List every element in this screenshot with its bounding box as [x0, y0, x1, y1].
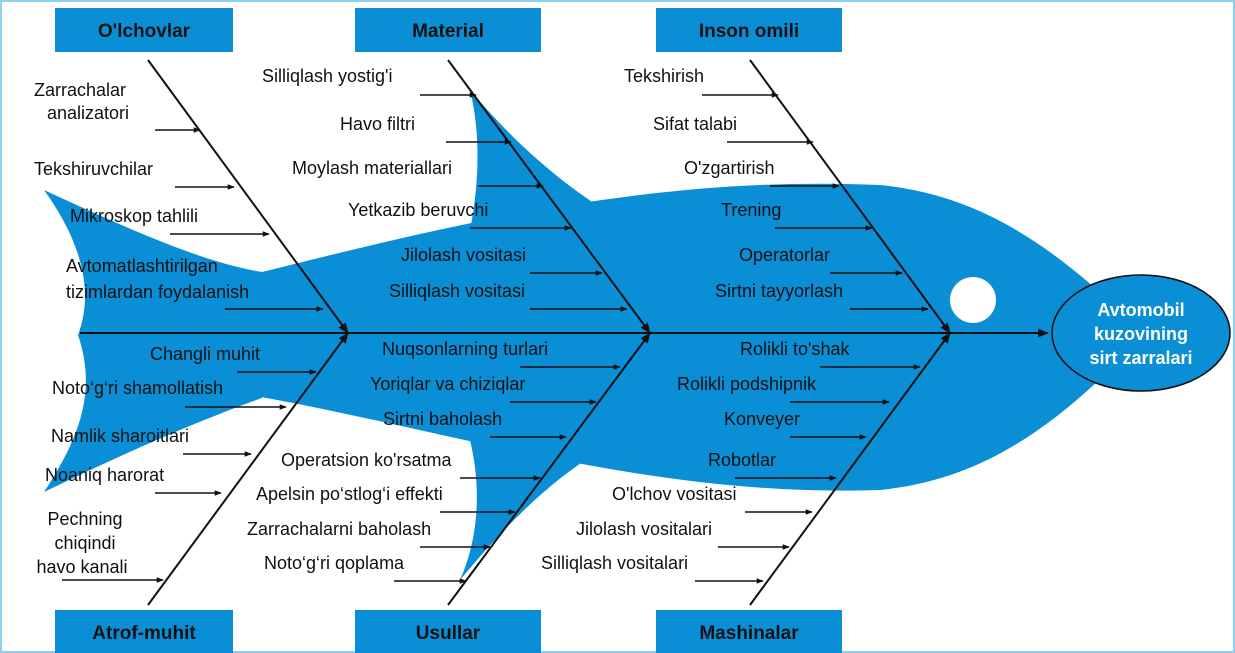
fish-shape	[44, 90, 1125, 580]
category-mashinalar: Mashinalar	[656, 610, 842, 653]
cause-label: Jilolash vositalari	[576, 519, 712, 539]
causes-mashinalar: Rolikli to'shak Rolikli podshipnik Konve…	[541, 339, 921, 584]
category-label: Usullar	[416, 623, 481, 644]
cause-label: havo kanali	[36, 557, 127, 577]
cause-label: Tekshiruvchilar	[34, 159, 153, 179]
bone-atrof-muhit	[147, 332, 349, 606]
category-label: Atrof-muhit	[92, 623, 196, 644]
cause-label: Yetkazib beruvchi	[348, 200, 488, 220]
cause-label: Apelsin po‘stlog‘i effekti	[256, 484, 443, 504]
category-material: Material	[355, 8, 541, 52]
cause-label: Sirtni tayyorlash	[715, 281, 843, 301]
cause-label: Noto‘g‘ri qoplama	[264, 553, 405, 573]
fish-body	[250, 183, 1125, 491]
cause-label: analizatori	[47, 103, 129, 123]
fish-top-fin	[470, 90, 640, 230]
bone-usullar	[447, 332, 651, 606]
cause-label: Pechning	[47, 509, 122, 529]
fish-bottom-fin	[460, 440, 620, 580]
effect-line-2: kuzovining	[1094, 324, 1188, 344]
effect-line-3: sirt zarralari	[1089, 348, 1192, 368]
cause-label: Havo filtri	[340, 114, 415, 134]
effect-head: Avtomobil kuzovining sirt zarralari	[1051, 274, 1231, 392]
bone-mashinalar	[749, 332, 951, 606]
cause-label: Avtomatlashtirilgan	[66, 256, 218, 276]
cause-label: Nuqsonlarning turlari	[382, 339, 548, 359]
fish-tail	[44, 190, 262, 492]
cause-label: Rolikli podshipnik	[677, 374, 817, 394]
causes-atrof-muhit: Changli muhit Noto‘g‘ri shamollatish Nam…	[36, 344, 317, 583]
cause-label: chiqindi	[54, 533, 115, 553]
cause-label: Operatsion ko'rsatma	[281, 450, 452, 470]
causes-material: Silliqlash yostig'i Havo filtri Moylash …	[262, 66, 628, 312]
effect-line-1: Avtomobil	[1097, 300, 1184, 320]
category-olchovlar: O'lchovlar	[55, 8, 233, 52]
cause-label: Noaniq harorat	[45, 465, 164, 485]
cause-label: O'zgartirish	[684, 158, 774, 178]
cause-label: Sifat talabi	[653, 114, 737, 134]
cause-label: Namlik sharoitlari	[51, 426, 189, 446]
cause-label: Yoriqlar va chiziqlar	[370, 374, 525, 394]
cause-label: Noto‘g‘ri shamollatish	[52, 378, 223, 398]
cause-label: Jilolash vositasi	[401, 245, 526, 265]
causes-olchovlar: Zarrachalar analizatori Tekshiruvchilar …	[34, 80, 324, 312]
category-usullar: Usullar	[355, 610, 541, 653]
category-atrof-muhit: Atrof-muhit	[55, 610, 233, 653]
cause-label: Tekshirish	[624, 66, 704, 86]
cause-label: Konveyer	[724, 409, 800, 429]
cause-label: Silliqlash vositalari	[541, 553, 688, 573]
category-label: Mashinalar	[699, 623, 799, 644]
cause-label: Robotlar	[708, 450, 776, 470]
cause-label: Trening	[721, 200, 781, 220]
causes-usullar: Nuqsonlarning turlari Yoriqlar va chiziq…	[247, 339, 621, 584]
cause-label: Operatorlar	[739, 245, 830, 265]
cause-label: O'lchov vositasi	[612, 484, 736, 504]
cause-label: Zarrachalar	[34, 80, 126, 100]
bone-material	[447, 59, 651, 334]
category-inson-omili: Inson omili	[656, 8, 842, 52]
category-label: Inson omili	[699, 21, 799, 42]
cause-label: Sirtni baholash	[383, 409, 502, 429]
cause-label: Moylash materiallari	[292, 158, 452, 178]
cause-label: Silliqlash yostig'i	[262, 66, 393, 86]
cause-label: tizimlardan foydalanish	[66, 282, 249, 302]
cause-label: Silliqlash vositasi	[389, 281, 525, 301]
causes-inson-omili: Tekshirish Sifat talabi O'zgartirish Tre…	[624, 66, 929, 312]
category-label: Material	[412, 21, 484, 42]
cause-label: Rolikli to'shak	[740, 339, 850, 359]
bone-inson-omili	[749, 59, 951, 334]
cause-label: Mikroskop tahlili	[70, 206, 198, 226]
bone-olchovlar	[147, 59, 349, 334]
fish-eye	[950, 277, 996, 323]
category-label: O'lchovlar	[98, 21, 191, 42]
cause-label: Zarrachalarni baholash	[247, 519, 431, 539]
cause-label: Changli muhit	[150, 344, 260, 364]
